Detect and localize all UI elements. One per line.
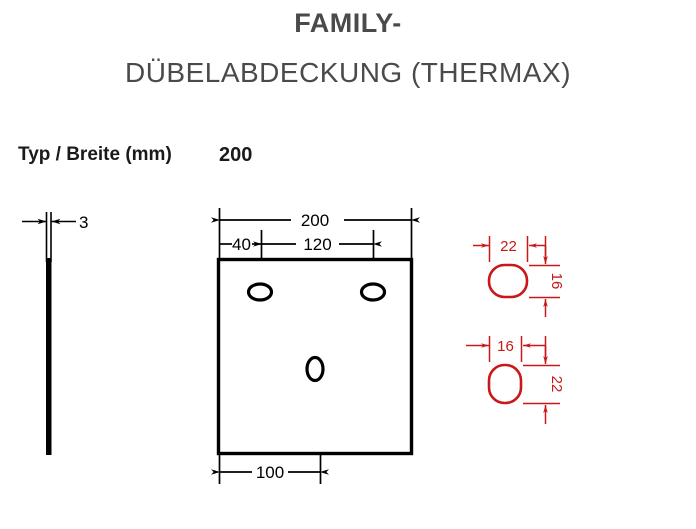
dim-label-detail-v-height: 22 (548, 376, 565, 393)
detail-vertical-slot: 16 22 (466, 336, 565, 424)
front-plate-view: 200 40 120 100 (211, 208, 420, 484)
dim-label-detail-v-width: 16 (497, 338, 514, 355)
detail-horizontal-slot: 22 16 (473, 236, 565, 317)
detail-slot-vertical-shape (487, 363, 523, 405)
dim-label-overall-width: 200 (301, 211, 329, 230)
spec-label-typ-breite: Typ / Breite (mm) (18, 144, 172, 165)
dim-label-edge-offset: 40 (232, 235, 251, 254)
dim-label-bottom-width: 100 (256, 463, 284, 482)
dim-label-detail-h-height: 16 (548, 273, 565, 290)
slot-center (305, 355, 325, 383)
slot-top-left (246, 282, 274, 302)
side-profile-body (46, 258, 52, 455)
side-profile-view: 3 (22, 212, 88, 455)
detail-slot-horizontal-shape (487, 263, 529, 299)
dim-label-detail-h-width: 22 (500, 238, 517, 255)
slot-top-right (359, 282, 387, 302)
dim-label-thickness: 3 (79, 213, 88, 232)
spec-value-breite: 200 (219, 144, 253, 166)
page-title-primary: FAMILY- (294, 8, 402, 38)
page-title-secondary: DÜBELABDECKUNG (THERMAX) (124, 57, 572, 88)
dim-label-hole-spacing: 120 (303, 235, 331, 254)
